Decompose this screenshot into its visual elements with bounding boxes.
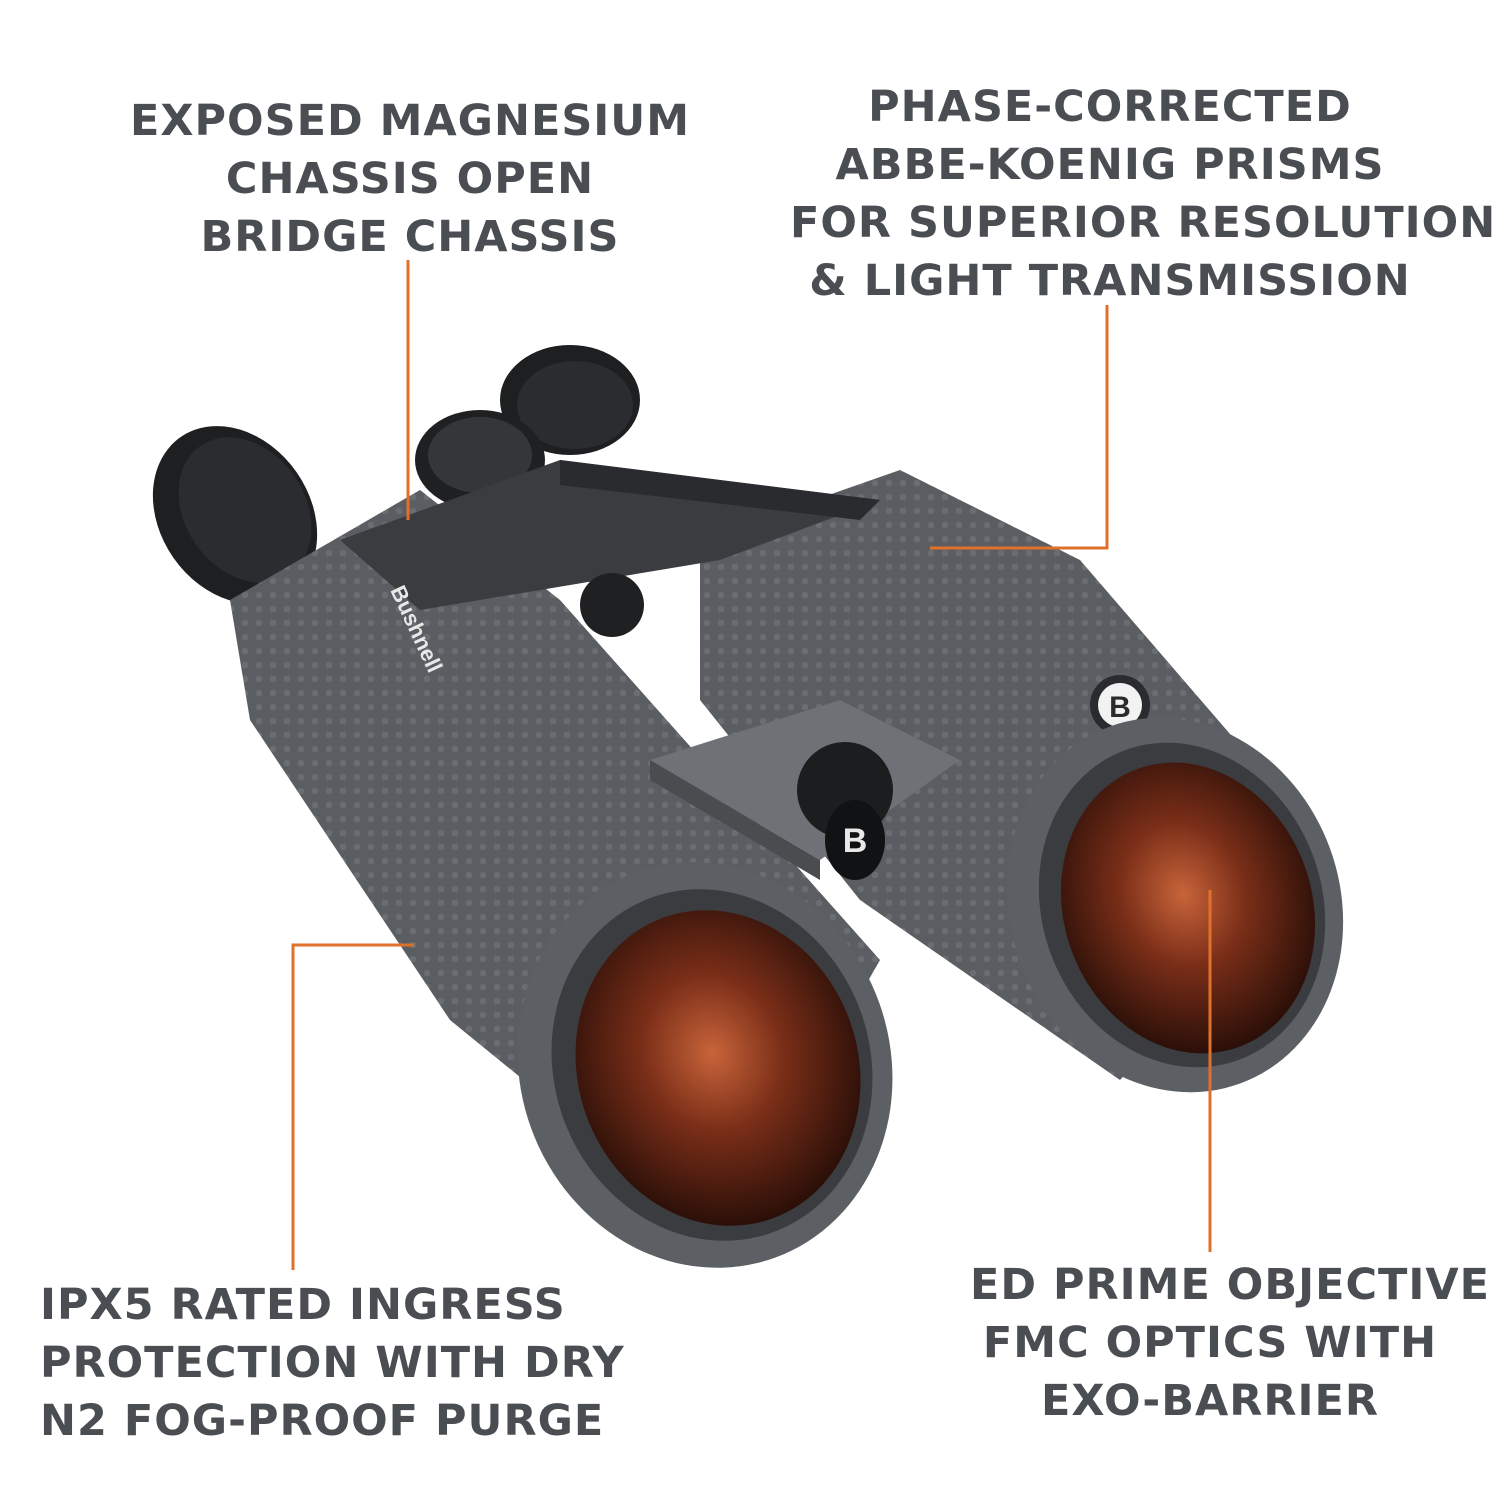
callout-line: BRIDGE CHASSIS [200,212,620,262]
callout-ed: ED PRIME OBJECTIVE FMC OPTICS WITH EXO-B… [970,1256,1491,1430]
body-badge-letter: B [1109,691,1131,724]
callout-line: EXPOSED MAGNESIUM [130,96,691,146]
right-eyepiece [500,345,640,455]
callout-line: EXO-BARRIER [1041,1376,1379,1426]
left-objective-lens [517,862,893,1268]
left-eyepiece [152,426,318,604]
callout-ipx: IPX5 RATED INGRESS PROTECTION WITH DRY N… [40,1276,625,1450]
callout-line: N2 FOG-PROOF PURGE [40,1396,605,1446]
callout-line: FMC OPTICS WITH [982,1318,1438,1368]
hinge-knob-icon [580,573,644,637]
callout-line: ABBE-KOENIG PRISMS [835,140,1385,190]
leader-lines [291,260,1212,1270]
diopter-badge-letter: B [843,822,868,860]
leader-ipx [291,943,414,1270]
callout-prisms: PHASE-CORRECTED ABBE-KOENIG PRISMS FOR S… [790,78,1497,310]
right-objective-lens [1006,717,1344,1093]
callout-chassis: EXPOSED MAGNESIUM CHASSIS OPEN BRIDGE CH… [130,92,690,266]
leader-prisms [930,305,1109,550]
diopter-knob-icon: B [797,742,893,880]
callout-line: ED PRIME OBJECTIVE [970,1260,1491,1310]
callout-line: IPX5 RATED INGRESS [40,1280,566,1330]
callout-line: CHASSIS OPEN [225,154,595,204]
callout-line: FOR SUPERIOR RESOLUTION [790,198,1497,248]
callout-line: PHASE-CORRECTED [868,82,1352,132]
callout-line: & LIGHT TRANSMISSION [809,256,1411,306]
callout-line: PROTECTION WITH DRY [40,1338,625,1388]
